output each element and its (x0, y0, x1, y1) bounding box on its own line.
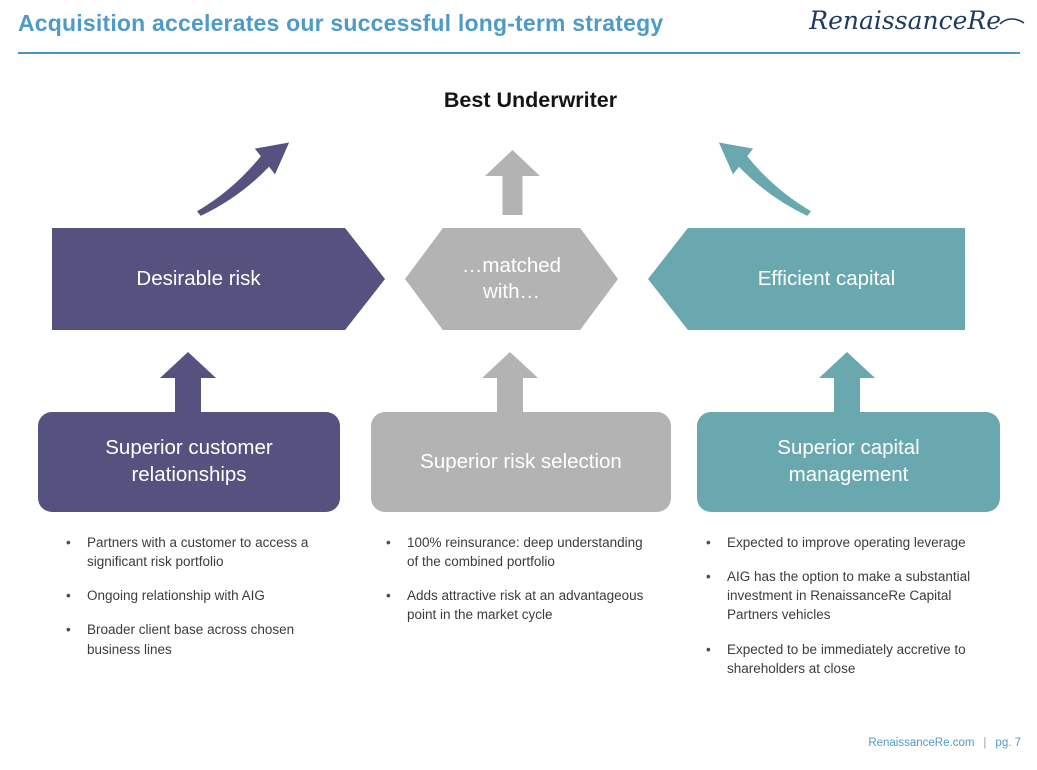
slide-footer: RenaissanceRe.com | pg. 7 (868, 737, 1021, 749)
bullet-item: • Ongoing relationship with AIG (66, 586, 334, 605)
chevron-label: Efficient capital (757, 267, 896, 291)
bullet-marker: • (66, 535, 71, 550)
bullet-item: • 100% reinsurance: deep understanding o… (386, 533, 654, 571)
chevron-desirable-risk: Desirable risk (52, 228, 385, 330)
box-superior-capital-management: Superior capital management (697, 412, 1000, 512)
up-right-arrow-icon (196, 139, 292, 217)
company-logo-text: RenaissanceRe (809, 6, 1001, 35)
bullet-text: Ongoing relationship with AIG (87, 588, 265, 604)
bullet-marker: • (706, 641, 711, 657)
company-logo: RenaissanceRe (809, 6, 1025, 35)
bullet-marker: • (706, 535, 711, 550)
bullet-text: Broader client base across chosen busine… (87, 622, 295, 657)
bullet-item: • AIG has the option to make a substanti… (706, 567, 974, 624)
bullet-marker: • (706, 569, 711, 585)
bullet-marker: • (386, 535, 391, 550)
hexagon-matched-with: …matched with… (405, 228, 618, 330)
bullet-item: • Partners with a customer to access a s… (66, 533, 334, 571)
hexagon-label: …matched with… (461, 254, 562, 303)
bullet-list: • Expected to improve operating leverage… (706, 533, 974, 678)
bullet-list: • Partners with a customer to access a s… (66, 533, 334, 659)
up-arrow-icon (482, 352, 538, 414)
box-label: Superior capital management (777, 436, 920, 486)
chevron-efficient-capital: Efficient capital (648, 228, 965, 330)
diagram-heading: Best Underwriter (443, 88, 618, 112)
footer-page-number: pg. 7 (995, 737, 1021, 749)
column-customer-relationships: • Partners with a customer to access a s… (66, 533, 334, 674)
logo-swash-icon (999, 18, 1025, 25)
bullet-item: • Expected to improve operating leverage (706, 533, 974, 552)
up-left-arrow-icon (716, 139, 812, 217)
bullet-text: Partners with a customer to access a sig… (87, 535, 309, 570)
bullet-marker: • (386, 588, 391, 604)
bullet-text: Expected to be immediately accretive to … (727, 641, 966, 676)
column-risk-selection: • 100% reinsurance: deep understanding o… (386, 533, 654, 640)
bullet-marker: • (66, 622, 71, 638)
column-capital-management: • Expected to improve operating leverage… (706, 533, 974, 693)
bullet-text: Expected to improve operating leverage (727, 535, 966, 550)
box-superior-risk-selection: Superior risk selection (371, 412, 671, 512)
footer-separator: | (983, 737, 987, 749)
bullet-text: AIG has the option to make a substantial… (727, 569, 971, 623)
bullet-marker: • (66, 588, 71, 604)
up-arrow-icon (160, 352, 216, 414)
bullet-item: • Adds attractive risk at an advantageou… (386, 586, 654, 624)
bullet-text: Adds attractive risk at an advantageous … (407, 588, 644, 623)
bullet-list: • 100% reinsurance: deep understanding o… (386, 533, 654, 625)
bullet-item: • Broader client base across chosen busi… (66, 620, 334, 658)
bullet-item: • Expected to be immediately accretive t… (706, 640, 974, 678)
bullet-text: 100% reinsurance: deep understanding of … (407, 535, 643, 570)
up-arrow-icon (485, 150, 540, 215)
box-label: Superior risk selection (420, 449, 622, 473)
box-superior-customer-relationships: Superior customer relationships (38, 412, 340, 512)
up-arrow-icon (819, 352, 875, 414)
box-label: Superior customer relationships (105, 436, 273, 486)
footer-site: RenaissanceRe.com (868, 737, 975, 749)
slide-title: Acquisition accelerates our successful l… (18, 10, 664, 36)
title-divider (18, 52, 1020, 54)
chevron-label: Desirable risk (136, 267, 261, 291)
